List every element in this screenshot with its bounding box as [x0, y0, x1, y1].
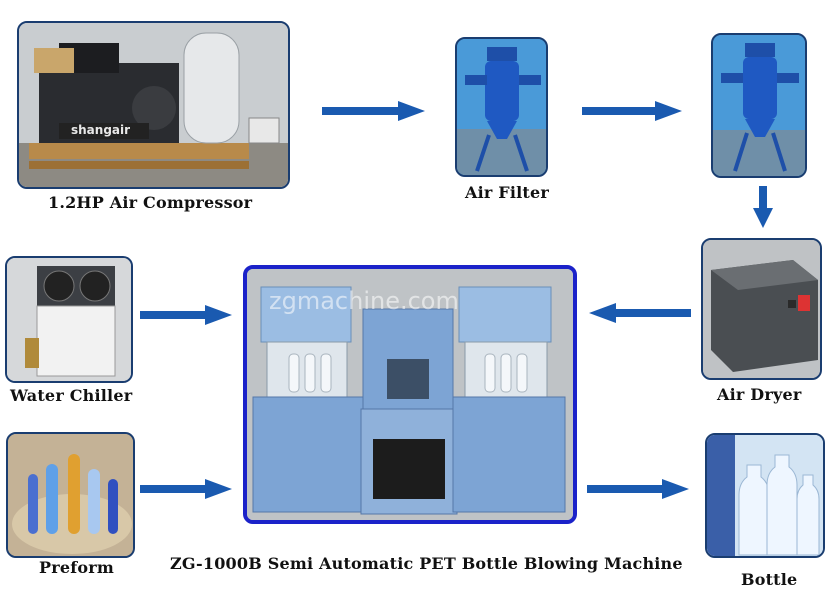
compressor-brand-text: shangair — [71, 123, 131, 137]
air-dryer-photo — [701, 238, 822, 380]
bottle-label: Bottle — [741, 570, 798, 589]
preform-label: Preform — [39, 558, 114, 577]
air-filter-label: Air Filter — [465, 183, 550, 202]
water-chiller-photo — [5, 256, 133, 383]
machine-label: ZG-1000B Semi Automatic PET Bottle Blowi… — [170, 554, 683, 573]
arrow-right-icon — [140, 305, 232, 325]
arrow-down-icon — [753, 186, 773, 228]
air-filter-2-photo — [711, 33, 807, 178]
watermark-text: zgmachine.com — [269, 287, 459, 315]
air-dryer-label: Air Dryer — [717, 385, 802, 404]
water-chiller-label: Water Chiller — [10, 386, 133, 405]
compressor-photo: shangair — [17, 21, 290, 189]
air-filter-photo — [455, 37, 548, 177]
arrow-right-icon — [582, 101, 682, 121]
arrow-right-icon — [140, 479, 232, 499]
blowing-machine-photo: zgmachine.com — [243, 265, 577, 524]
bottle-photo — [705, 433, 825, 558]
preform-photo — [6, 432, 135, 558]
arrow-right-icon — [587, 479, 689, 499]
arrow-right-icon — [322, 101, 425, 121]
arrow-left-icon — [589, 303, 691, 323]
compressor-label: 1.2HP Air Compressor — [48, 193, 253, 212]
